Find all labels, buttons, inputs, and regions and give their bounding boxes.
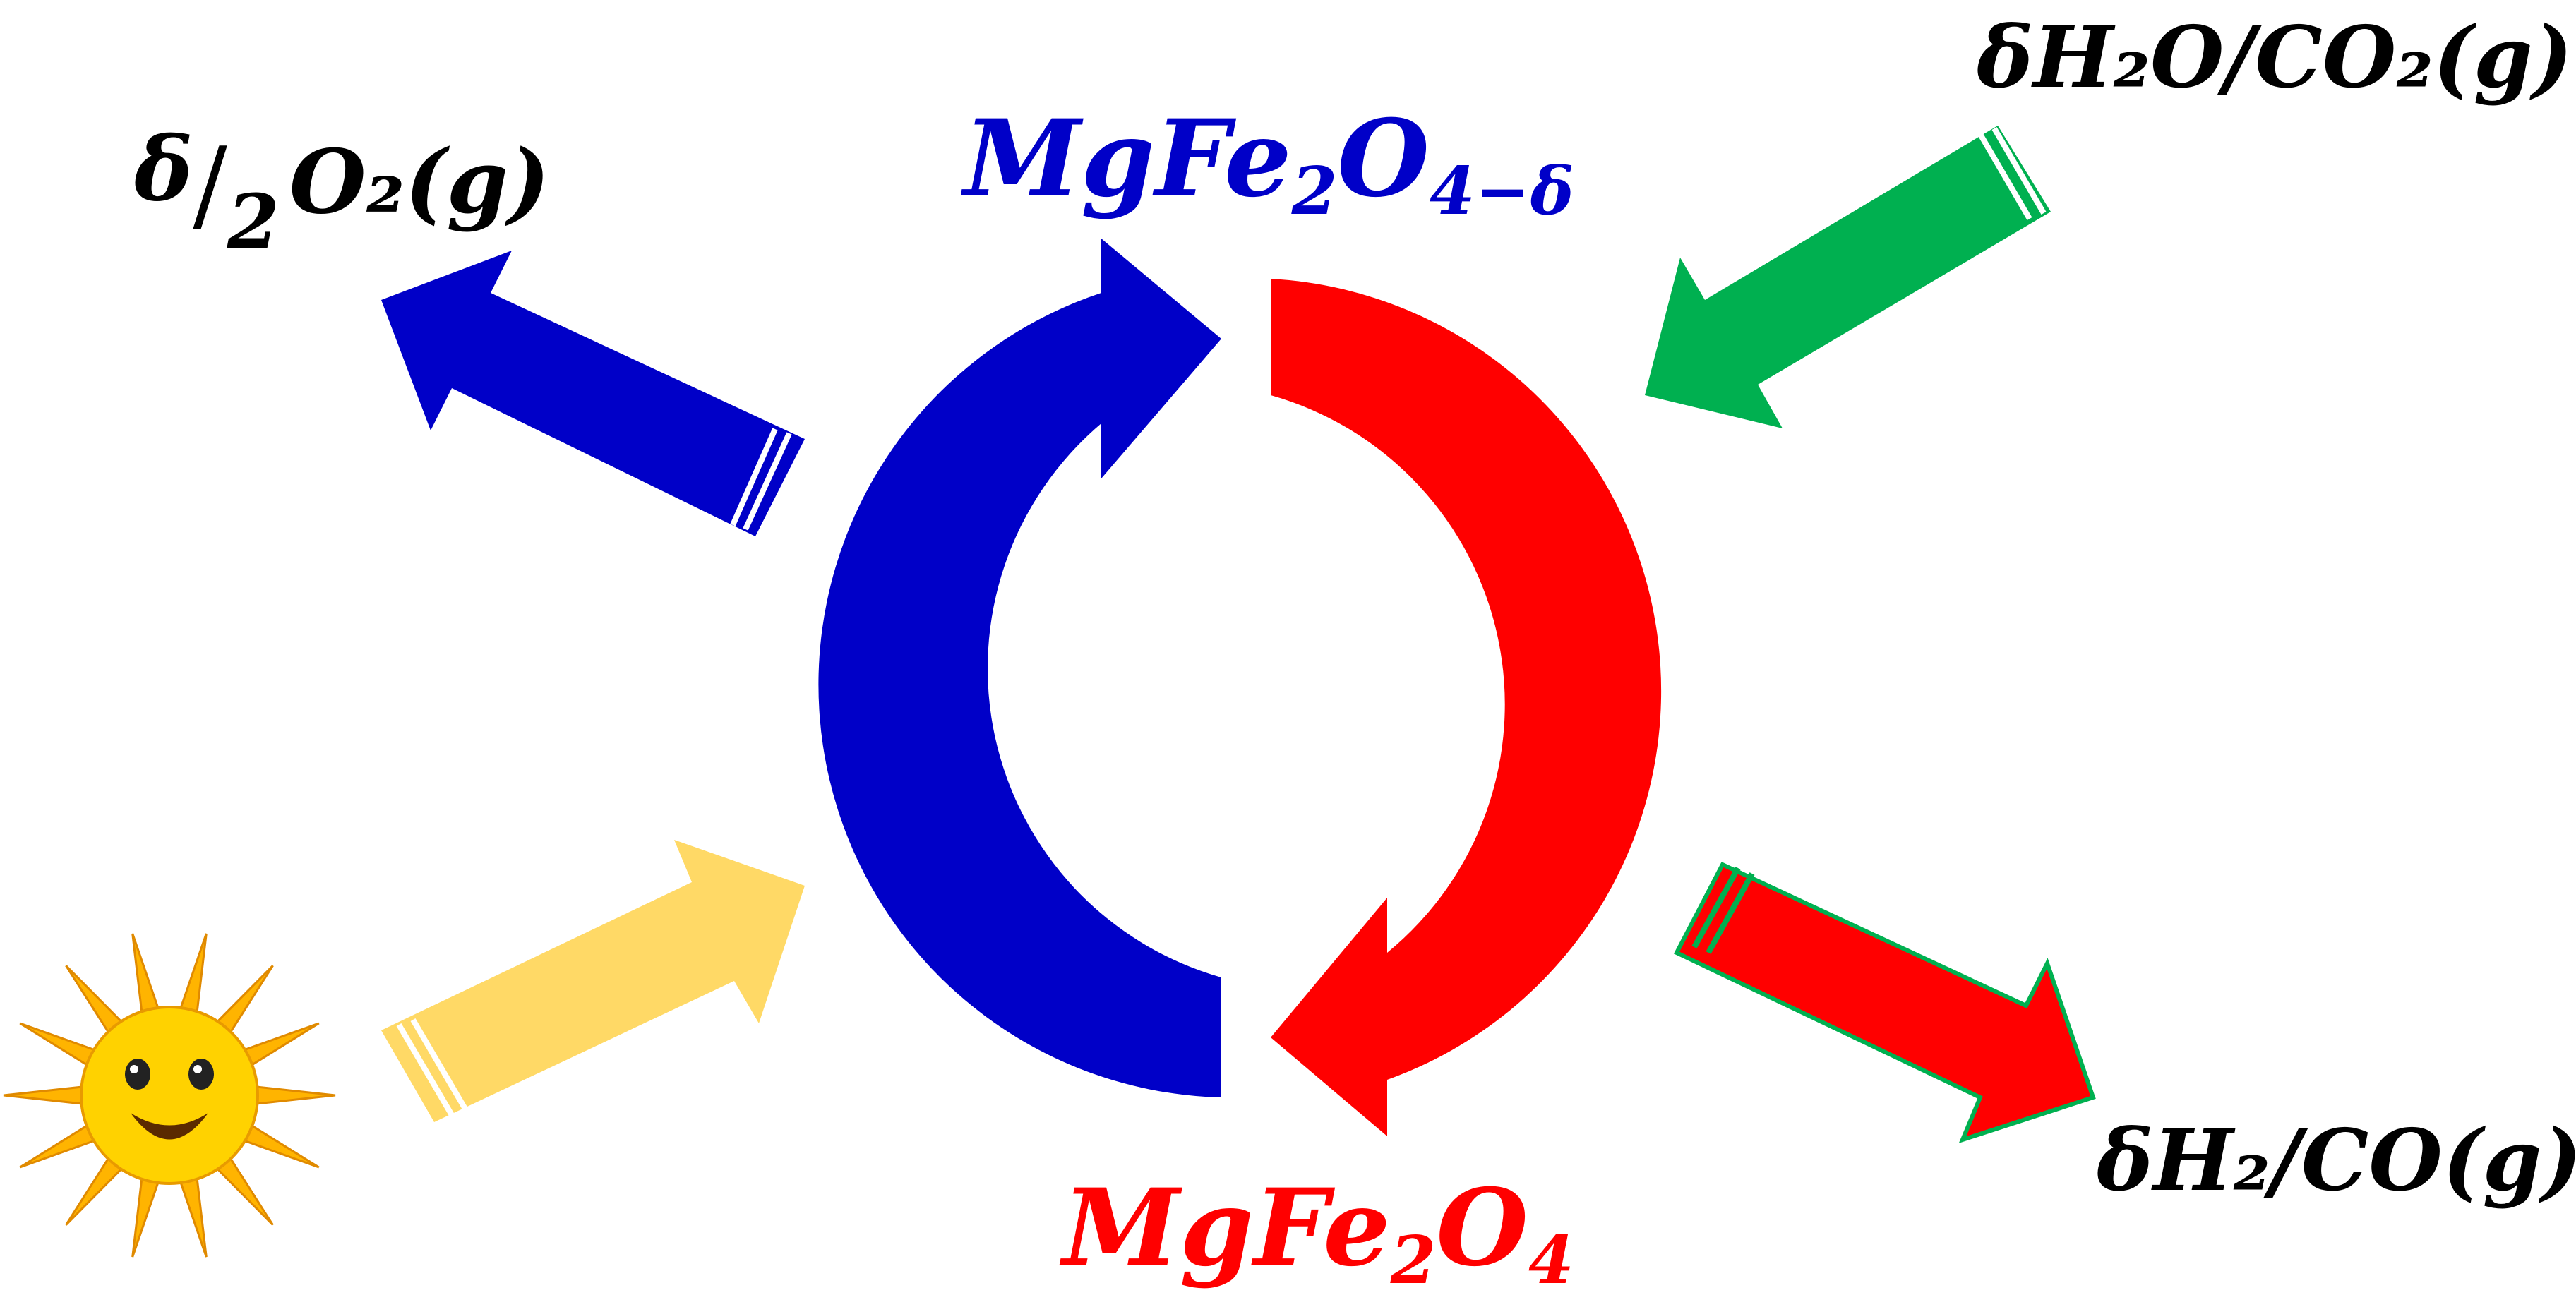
reactant-label: δH₂O/CO₂(g) <box>1977 8 2573 107</box>
reduced-oxide-label: MgFe2O4−δ <box>964 97 1574 230</box>
smiling-sun-icon <box>3 933 336 1258</box>
sun-eye <box>188 1059 214 1090</box>
sun-eye-highlight <box>193 1065 202 1073</box>
sun-eye <box>125 1059 150 1090</box>
oxidation-arc-arrow <box>1271 279 1662 1136</box>
oxygen-release-arrow <box>381 251 805 536</box>
sunlight-arrow <box>381 840 805 1122</box>
product-output-arrow <box>1673 862 2096 1143</box>
product-label: δH₂/CO(g) <box>2097 1111 2576 1210</box>
reactant-input-arrow <box>1645 126 2051 428</box>
sun-face <box>80 1006 259 1185</box>
reduction-arc-arrow <box>818 239 1221 1097</box>
sun-smile <box>131 1113 208 1140</box>
sun-eye-highlight <box>130 1065 138 1073</box>
oxidized-oxide-label: MgFe2O4 <box>1062 1166 1574 1299</box>
